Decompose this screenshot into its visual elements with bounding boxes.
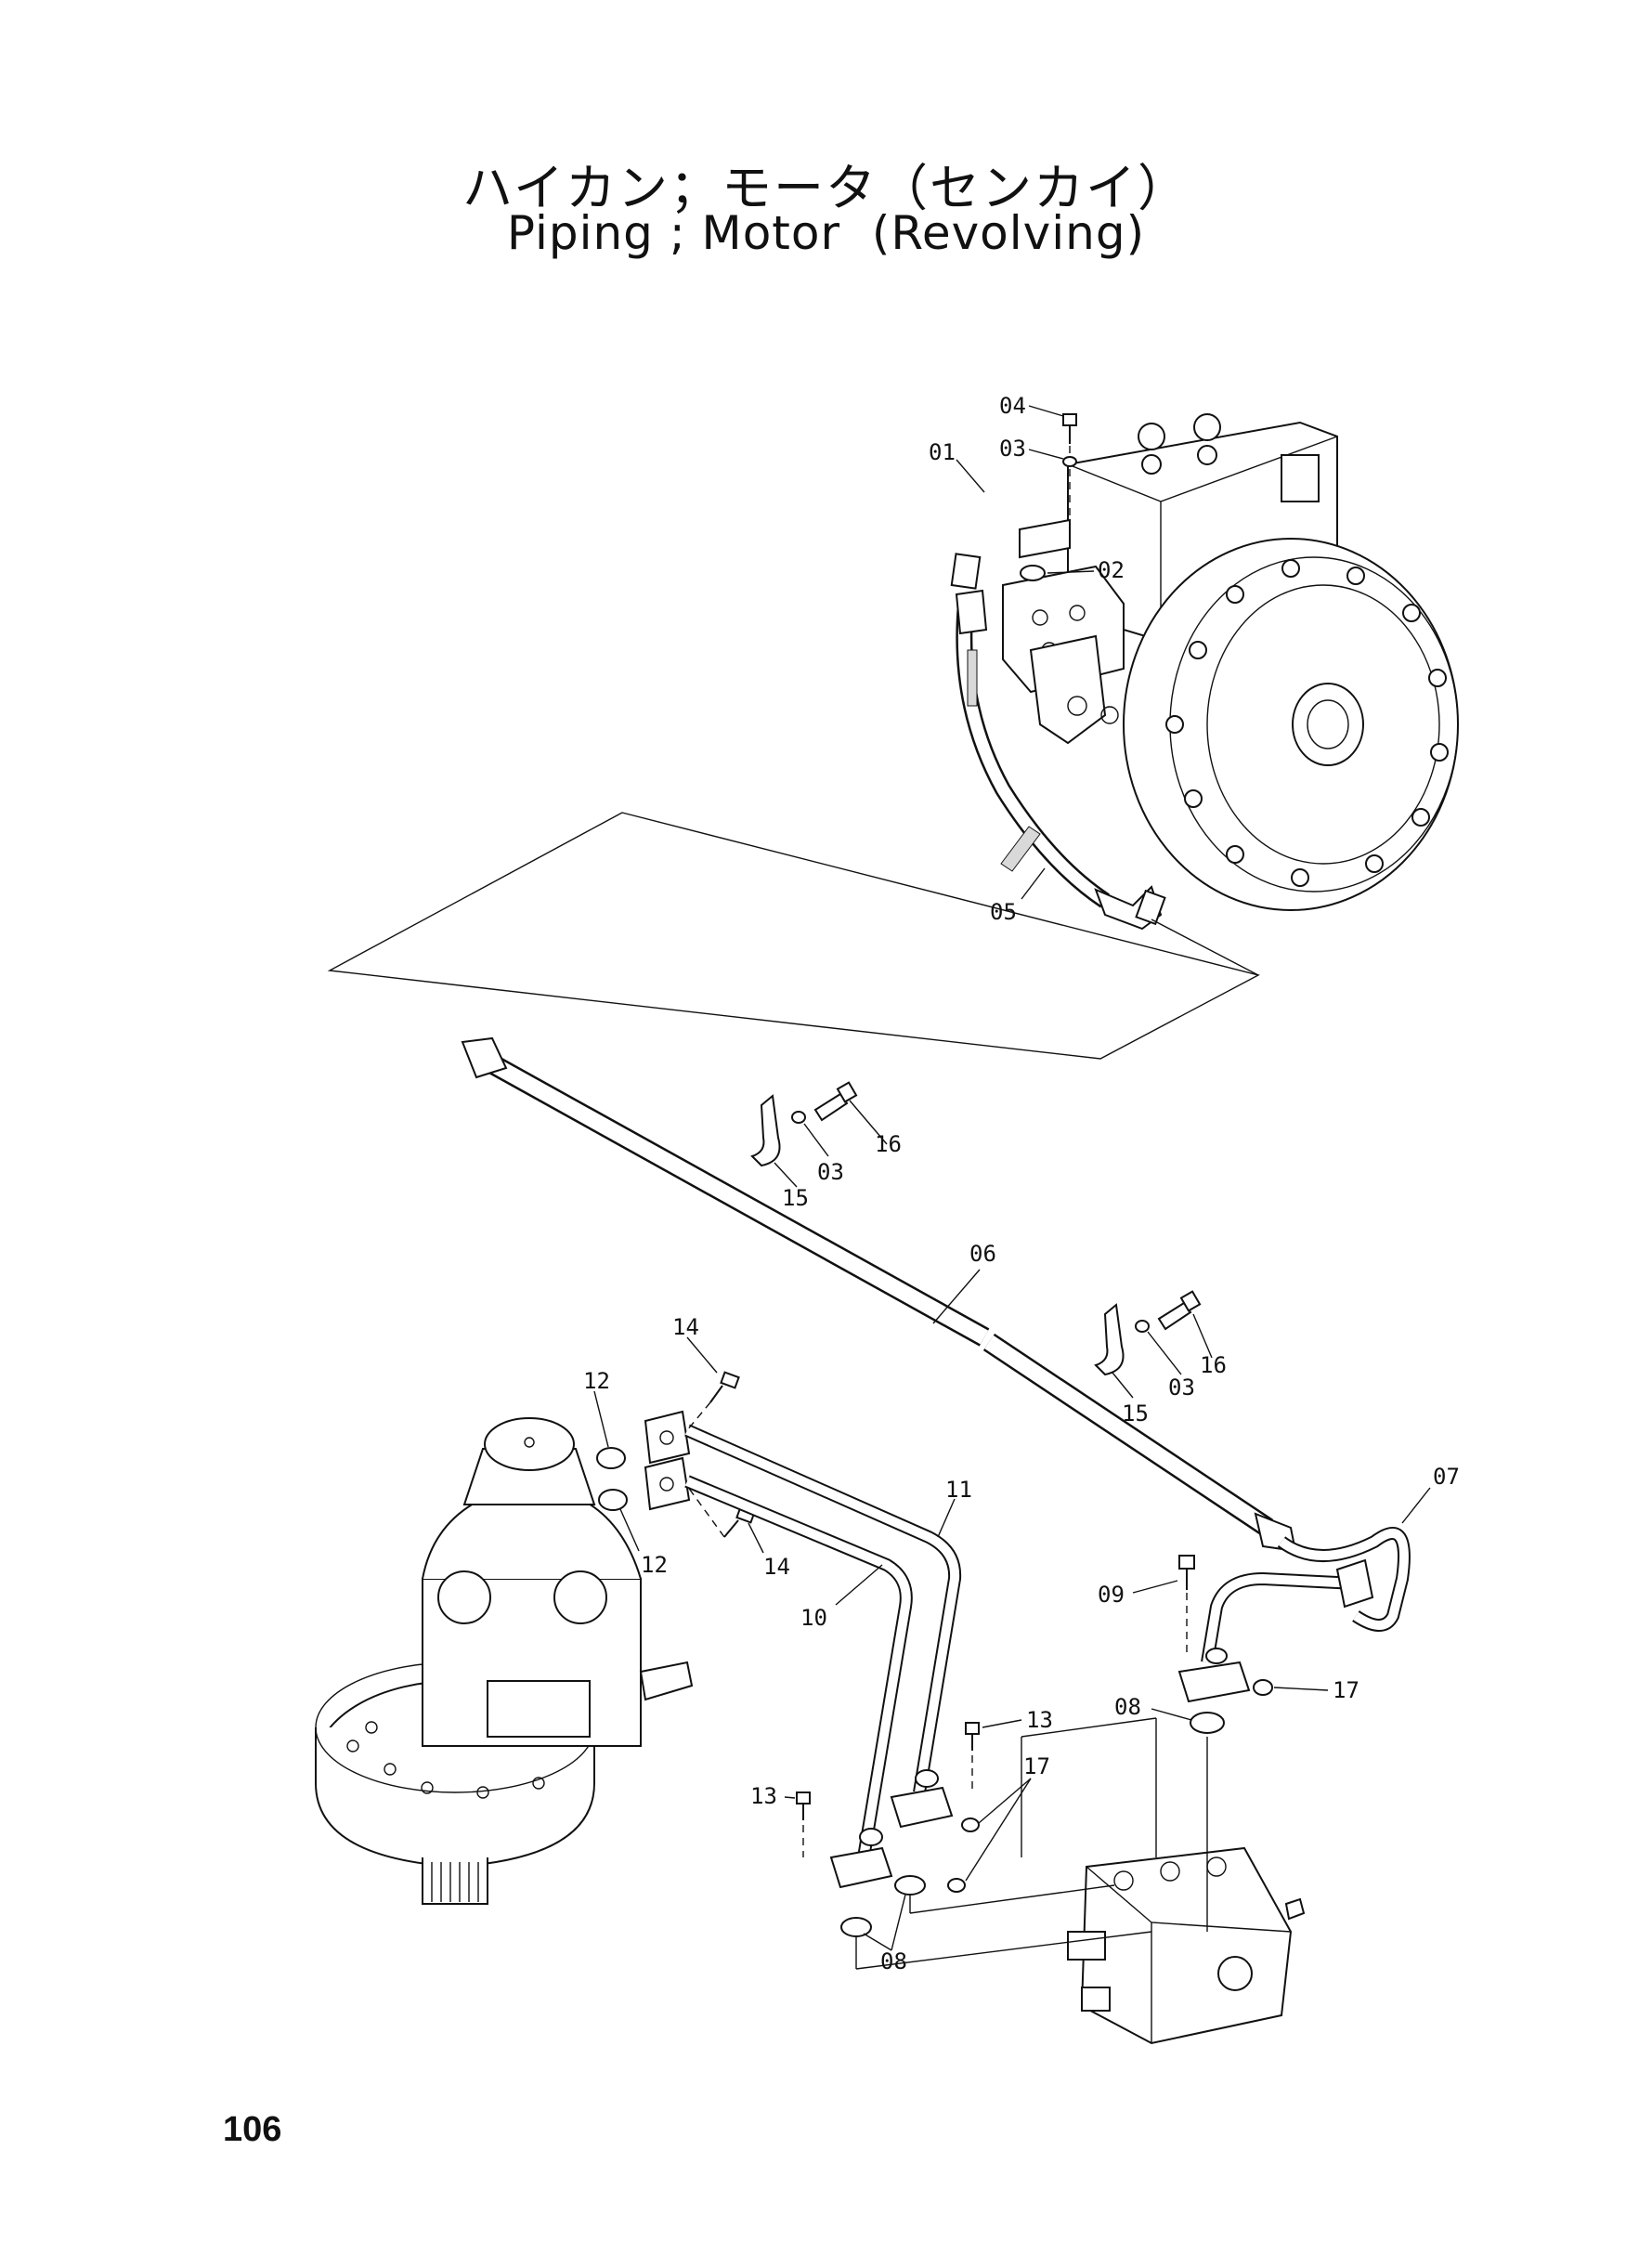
callout-15: 15 [782, 1185, 809, 1211]
part-12-o-ring-upper [596, 1447, 626, 1469]
callout-02: 02 [1098, 557, 1125, 583]
part-02-o-ring [1020, 565, 1046, 581]
callout-08: 08 [880, 1948, 907, 1974]
callout-16: 16 [875, 1131, 902, 1157]
callout-12: 12 [583, 1368, 610, 1394]
part-10-bent-pipe [684, 1475, 913, 1859]
callout-07: 07 [1433, 1464, 1460, 1490]
part-09-bolt [1178, 1555, 1195, 1590]
part-08-o-ring-right [1190, 1712, 1225, 1734]
page-title-japanese: ハイカン；モータ（センカイ） [462, 159, 1190, 217]
callout-01: 01 [929, 439, 956, 465]
part-03-washer-top [1062, 456, 1077, 467]
hydraulic-pump-assembly [1002, 413, 1459, 911]
callout-12: 12 [641, 1552, 668, 1578]
pipe-flange-blocks-motor-side [644, 1410, 691, 1511]
part-15-clamp-upper [750, 1094, 781, 1167]
callout-03: 03 [1168, 1375, 1195, 1401]
part-15-clamp-lower [1094, 1303, 1125, 1376]
part-13-bolt-left [796, 1791, 811, 1820]
part-06-long-pipe [461, 1036, 1297, 1553]
routing-plane-outline [327, 812, 1260, 1060]
part-16-bolt-upper [813, 1081, 858, 1122]
callout-06: 06 [969, 1241, 996, 1267]
part-03-washer-lower [1135, 1320, 1150, 1333]
callout-10: 10 [800, 1605, 827, 1631]
callout-13: 13 [1026, 1707, 1053, 1733]
part-08-o-ring-left [840, 1917, 872, 1937]
callout-04: 04 [999, 393, 1026, 419]
part-17-nut-lower-b [947, 1878, 966, 1893]
part-05-flexible-hose [955, 589, 1166, 931]
callout-leader-lines [593, 405, 1431, 1951]
part-01-elbow-pipe [950, 478, 1071, 590]
callout-13: 13 [750, 1783, 777, 1809]
page-number: 106 [223, 2110, 282, 2149]
callout-17: 17 [1333, 1677, 1359, 1703]
callout-15: 15 [1122, 1401, 1149, 1427]
callout-14: 14 [672, 1314, 699, 1340]
page-title-english: Piping ; Motor (Revolving) [506, 206, 1146, 260]
part-17-nut-right [1253, 1679, 1273, 1696]
part-17-nut-lower-a [961, 1818, 980, 1832]
part-13-bolt-right [965, 1722, 980, 1751]
callout-17: 17 [1023, 1753, 1050, 1779]
part-14-bolt-upper [709, 1371, 740, 1403]
part-16-bolt-lower [1157, 1290, 1202, 1331]
callout-03: 03 [999, 436, 1026, 462]
pipe-flange-blocks-valve-side [829, 1769, 954, 1889]
callout-labels: 04 03 01 02 05 16 03 15 06 16 03 15 14 1… [583, 393, 1460, 1974]
control-valve-assembly [1067, 1846, 1306, 2045]
part-12-o-ring-lower [598, 1489, 628, 1511]
part-08-o-ring-middle [894, 1875, 926, 1896]
assembly-guide-lines [686, 446, 1208, 1970]
part-07-elbow-pipe [1177, 1527, 1411, 1703]
callout-11: 11 [945, 1477, 972, 1503]
part-04-bolt-top [1062, 413, 1077, 444]
callout-05: 05 [990, 899, 1017, 925]
callout-16: 16 [1200, 1352, 1227, 1378]
callout-14: 14 [763, 1554, 790, 1580]
part-11-bent-pipe [684, 1424, 962, 1794]
callout-09: 09 [1098, 1582, 1125, 1608]
swing-motor-assembly [315, 1417, 694, 1905]
callout-03: 03 [817, 1159, 844, 1185]
callout-08: 08 [1114, 1694, 1141, 1720]
part-03-washer-upper [791, 1111, 806, 1124]
